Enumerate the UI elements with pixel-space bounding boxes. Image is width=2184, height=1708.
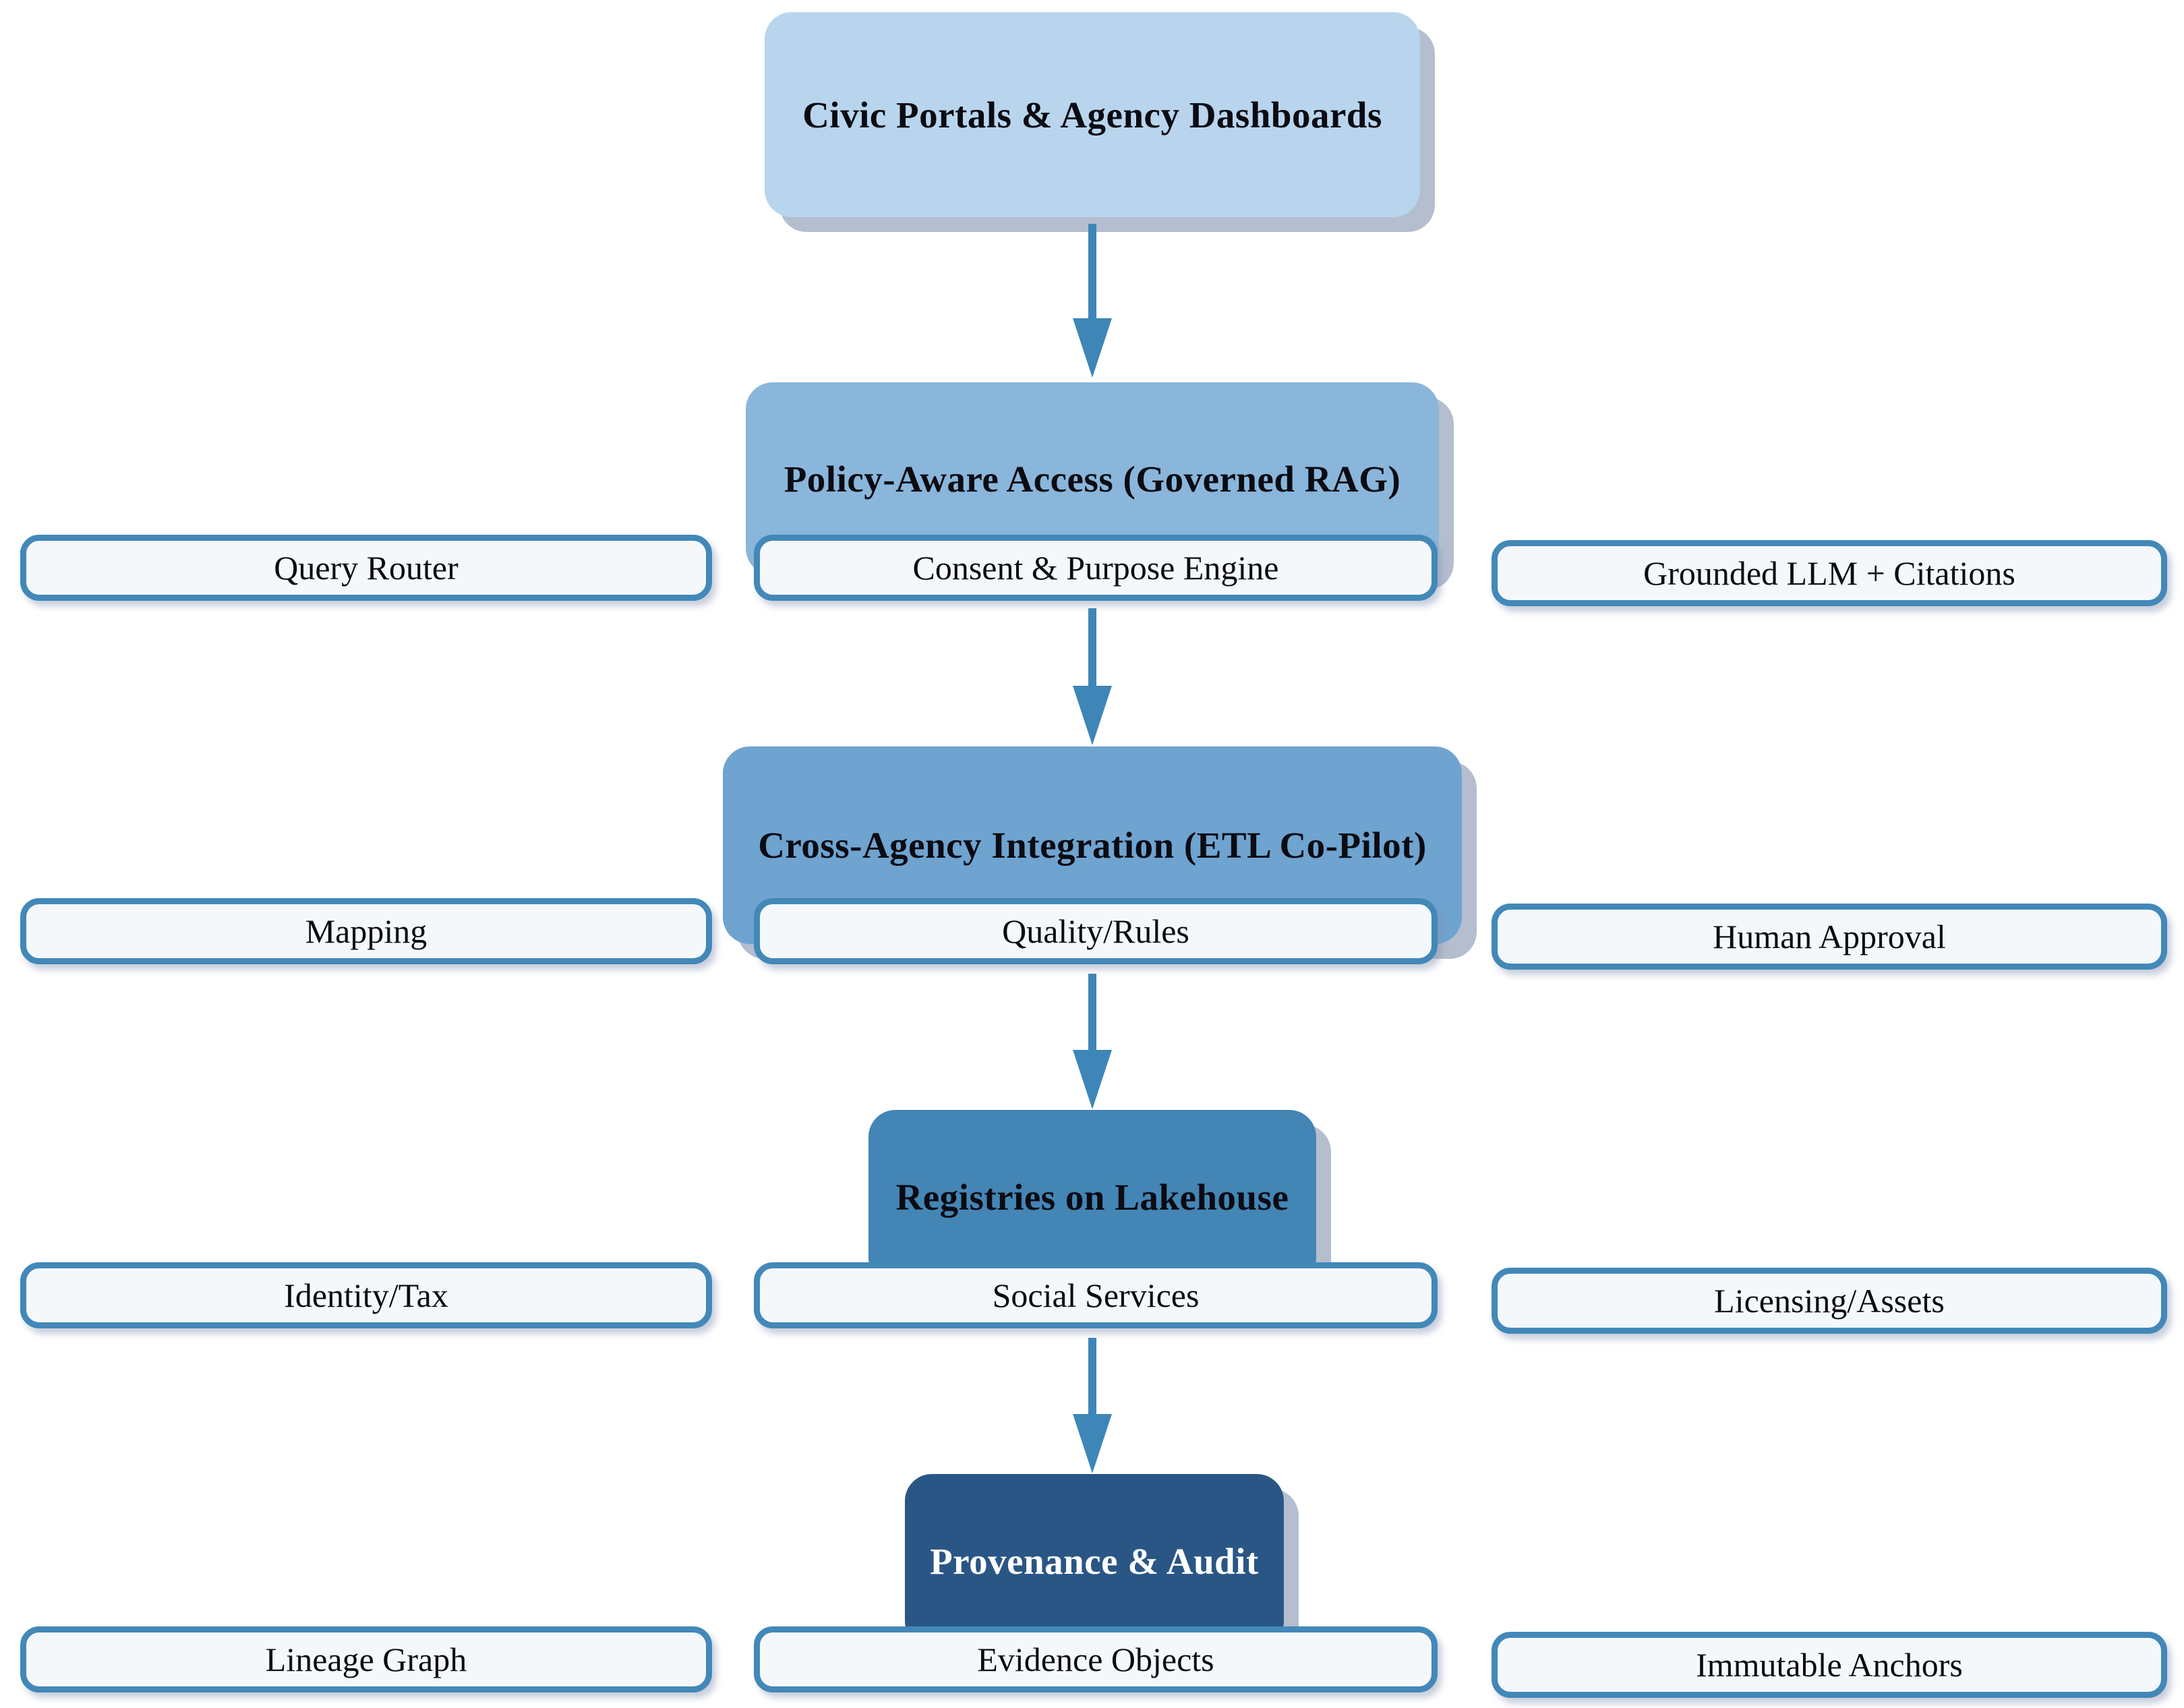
node-evidence-objects: Evidence Objects — [754, 1626, 1438, 1692]
node-lineage-graph: Lineage Graph — [20, 1626, 712, 1692]
arrow-head-icon — [1073, 318, 1112, 378]
node-quality-rules: Quality/Rules — [754, 898, 1438, 964]
layer-title: Cross-Agency Integration (ETL Co-Pilot) — [758, 825, 1427, 866]
node-label: Immutable Anchors — [1696, 1646, 1963, 1684]
node-label: Social Services — [992, 1276, 1200, 1314]
node-label: Grounded LLM + Citations — [1643, 554, 2015, 592]
layer-title: Registries on Lakehouse — [895, 1177, 1289, 1218]
node-consent-purpose-engine: Consent & Purpose Engine — [754, 535, 1438, 601]
node-label: Evidence Objects — [977, 1641, 1214, 1678]
arrow-head-icon — [1073, 1414, 1112, 1473]
layer-title: Policy-Aware Access (Governed RAG) — [784, 458, 1401, 500]
arrow-line — [1088, 974, 1096, 1055]
node-licensing-assets: Licensing/Assets — [1492, 1268, 2167, 1334]
layer-provenance-audit: Provenance & Audit — [905, 1474, 1284, 1648]
down-arrow-4 — [1073, 1338, 1112, 1473]
down-arrow-2 — [1073, 608, 1112, 745]
node-label: Human Approval — [1713, 918, 1946, 955]
layer-title: Provenance & Audit — [930, 1540, 1259, 1582]
arrow-line — [1088, 224, 1096, 324]
node-human-approval: Human Approval — [1492, 904, 2167, 970]
node-label: Consent & Purpose Engine — [912, 549, 1279, 587]
arrow-head-icon — [1073, 1050, 1112, 1109]
node-mapping: Mapping — [20, 898, 712, 964]
node-label: Mapping — [305, 912, 427, 950]
arrow-line — [1088, 1338, 1096, 1419]
node-social-services: Social Services — [754, 1262, 1438, 1328]
node-query-router: Query Router — [20, 535, 712, 601]
node-label: Query Router — [274, 549, 459, 587]
layer-civic-portals: Civic Portals & Agency Dashboards — [765, 12, 1420, 217]
node-identity-tax: Identity/Tax — [20, 1262, 712, 1328]
node-label: Licensing/Assets — [1714, 1282, 1945, 1320]
arrow-line — [1088, 608, 1096, 691]
layer-title: Civic Portals & Agency Dashboards — [802, 94, 1382, 136]
node-immutable-anchors: Immutable Anchors — [1492, 1632, 2167, 1698]
node-label: Identity/Tax — [284, 1276, 448, 1314]
down-arrow-3 — [1073, 974, 1112, 1109]
node-label: Lineage Graph — [265, 1641, 467, 1678]
down-arrow-1 — [1073, 224, 1112, 378]
layer-registries-on-lakehouse: Registries on Lakehouse — [868, 1110, 1316, 1285]
node-grounded-llm-citations: Grounded LLM + Citations — [1492, 540, 2167, 606]
node-label: Quality/Rules — [1002, 912, 1189, 950]
arrow-head-icon — [1073, 686, 1112, 745]
